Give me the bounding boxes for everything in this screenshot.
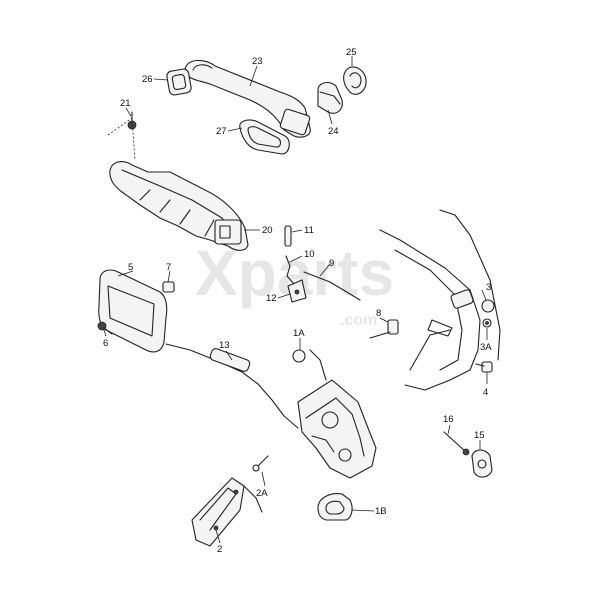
callout-26[interactable]: 26 [142, 74, 153, 85]
callout-21[interactable]: 21 [120, 98, 131, 109]
callout-11[interactable]: 11 [304, 225, 314, 236]
callout-labels: 23 25 26 21 27 24 20 11 10 9 7 5 12 3 6 … [103, 47, 492, 555]
part-2A-rod[interactable] [252, 455, 269, 472]
callout-16[interactable]: 16 [443, 414, 454, 425]
callout-1B[interactable]: 1B [375, 506, 387, 517]
part-26-gasket[interactable] [166, 68, 192, 96]
part-7-clip[interactable] [162, 281, 175, 293]
part-1-door-lock[interactable] [297, 349, 377, 479]
callout-7[interactable]: 7 [166, 262, 171, 273]
part-3-grommet[interactable] [481, 299, 495, 313]
part-4-bolt[interactable] [475, 361, 493, 373]
part-23-outer-handle[interactable] [184, 59, 311, 138]
part-16-bolt[interactable] [443, 431, 470, 456]
part-10-rod[interactable] [285, 255, 295, 285]
callout-20[interactable]: 20 [262, 225, 273, 236]
part-6-screw[interactable] [97, 321, 113, 335]
door-body [379, 209, 501, 391]
callout-15[interactable]: 15 [474, 430, 485, 441]
part-11-pin[interactable] [284, 225, 292, 247]
part-1B-cover[interactable] [317, 493, 353, 521]
watermark-domain: .com [340, 312, 377, 329]
callout-1A[interactable]: 1A [293, 328, 305, 339]
part-8-component[interactable] [369, 319, 399, 339]
part-15-striker[interactable] [471, 449, 493, 478]
callout-4[interactable]: 4 [483, 387, 488, 398]
part-24-cap[interactable] [317, 81, 343, 114]
callout-27[interactable]: 27 [216, 126, 227, 137]
part-21-screw[interactable] [127, 111, 137, 130]
callout-9[interactable]: 9 [329, 258, 334, 269]
callout-8[interactable]: 8 [376, 308, 381, 319]
callout-3A[interactable]: 3A [480, 342, 492, 353]
callout-6[interactable]: 6 [103, 338, 108, 349]
callout-25[interactable]: 25 [346, 47, 357, 58]
callout-5[interactable]: 5 [128, 262, 133, 273]
part-1A-seal[interactable] [292, 349, 306, 363]
part-20-handle-carrier[interactable] [109, 161, 249, 251]
part-5-inner-handle[interactable] [98, 269, 168, 353]
callout-10[interactable]: 10 [304, 249, 315, 260]
callout-2[interactable]: 2 [217, 544, 222, 555]
callout-12[interactable]: 12 [266, 293, 277, 304]
part-25-gasket[interactable] [343, 66, 367, 95]
part-3A-clip[interactable] [482, 318, 492, 328]
part-2-bracket[interactable] [191, 477, 263, 547]
part-9-rod[interactable] [303, 271, 361, 301]
callout-2A[interactable]: 2A [256, 488, 268, 499]
callout-3[interactable]: 3 [486, 282, 491, 293]
leader-lines [103, 56, 488, 544]
callout-23[interactable]: 23 [252, 56, 263, 67]
part-13-cable[interactable] [165, 343, 299, 429]
part-27-gasket[interactable] [239, 119, 290, 155]
part-12-bracket[interactable] [287, 279, 307, 303]
callout-24[interactable]: 24 [328, 126, 339, 137]
callout-13[interactable]: 13 [219, 340, 230, 351]
